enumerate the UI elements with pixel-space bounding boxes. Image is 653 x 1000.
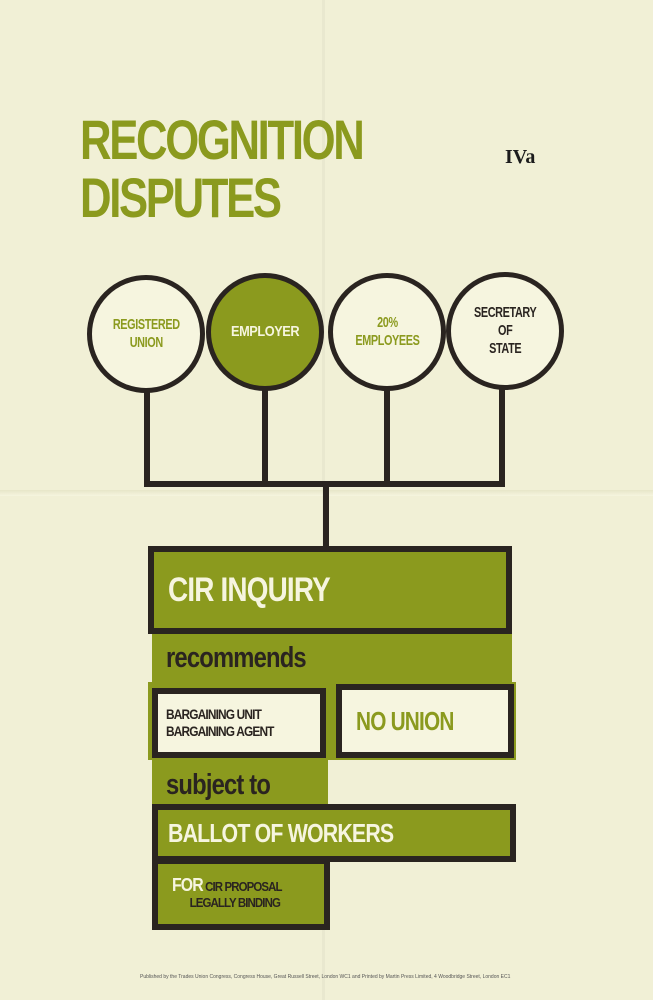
cir-inquiry-box: CIR INQUIRY [148, 546, 512, 634]
party-label: REGISTERED [112, 316, 180, 333]
connector-trunk [323, 481, 329, 549]
party-label: OF [497, 322, 513, 339]
option-bargaining-box: BARGAINING UNIT BARGAINING AGENT [152, 688, 326, 758]
recommends-label: recommends [166, 641, 307, 674]
connector-line [144, 392, 150, 487]
party-20-percent-employees: 20%EMPLOYEES [328, 273, 446, 391]
ballot-label: BALLOT OF WORKERS [168, 817, 394, 848]
ballot-box: BALLOT OF WORKERS [152, 804, 516, 862]
option-bargaining-agent: BARGAINING AGENT [166, 723, 274, 739]
for-label: FOR [172, 875, 204, 895]
connector-line [384, 390, 390, 487]
option-no-union-box: NO UNION [336, 684, 514, 758]
party-label: UNION [129, 334, 163, 351]
title-line-1: RECOGNITION [80, 108, 365, 171]
option-bargaining-unit: BARGAINING UNIT [166, 706, 262, 722]
subject-to-band: subject to [152, 760, 328, 810]
cir-inquiry-label: CIR INQUIRY [168, 570, 331, 609]
proposal-line-2: LEGALLY BINDING [189, 895, 281, 910]
party-label: SECRETARY [473, 304, 537, 321]
proposal-line-1: CIR PROPOSAL [205, 879, 282, 894]
subject-to-label: subject to [166, 768, 271, 801]
party-label: STATE [488, 340, 522, 357]
option-no-union-label: NO UNION [356, 705, 454, 736]
party-label: EMPLOYER [230, 323, 300, 340]
title-line-2: DISPUTES [80, 166, 282, 229]
connector-line [499, 389, 505, 487]
party-label: EMPLOYEES [354, 332, 420, 349]
party-employer: EMPLOYER [206, 273, 324, 391]
section-code: IVa [505, 146, 536, 168]
proposal-box: FOR CIR PROPOSAL LEGALLY BINDING [152, 858, 330, 930]
recommends-band: recommends [152, 634, 512, 682]
connector-line [262, 390, 268, 487]
party-label: 20% [376, 314, 398, 331]
publisher-footer: Published by the Trades Union Congress, … [140, 974, 511, 980]
